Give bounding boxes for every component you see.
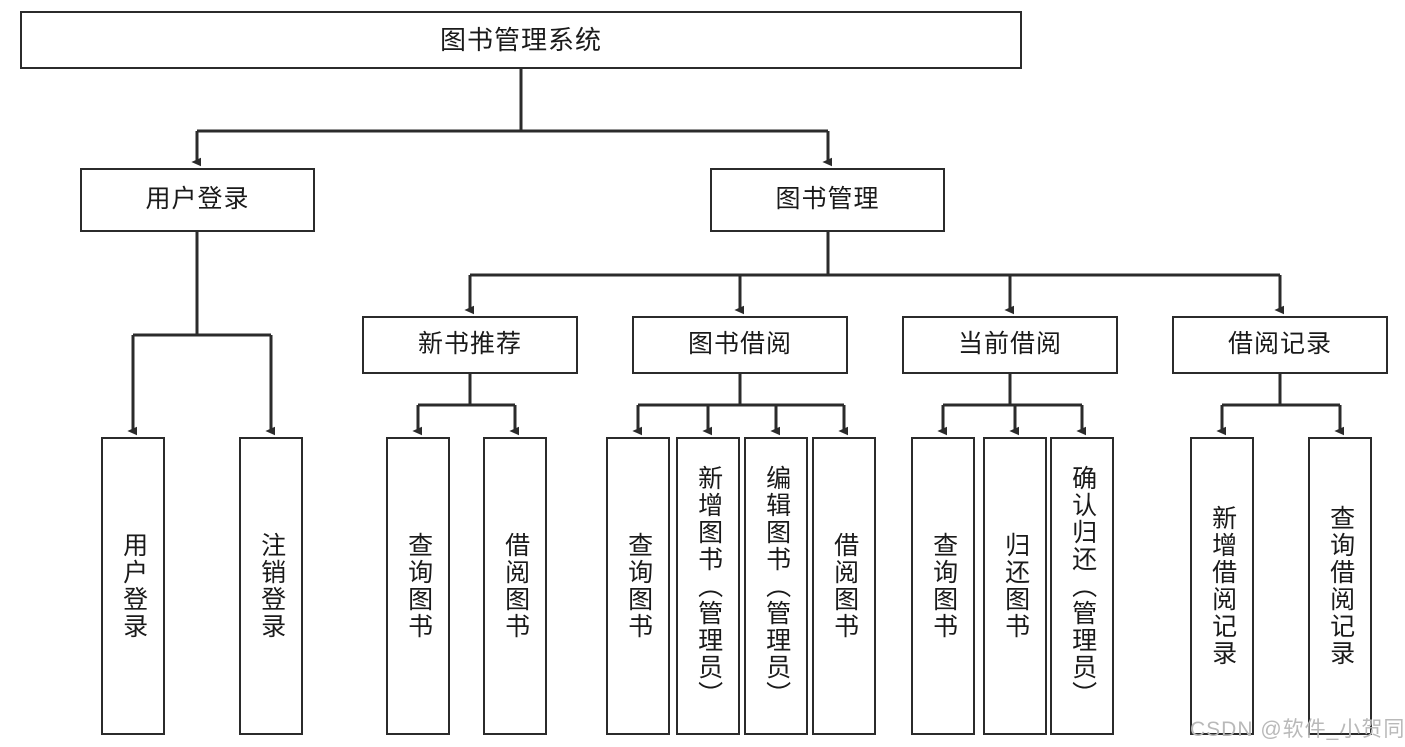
leaf-borrow-book-label: 借阅图书 xyxy=(830,532,859,640)
node-book-management[interactable]: 图书管理 xyxy=(710,168,945,232)
node-root[interactable]: 图书管理系统 xyxy=(20,11,1022,69)
leaf-query-book-new[interactable]: 查询图书 xyxy=(386,437,450,735)
leaf-return-book-label: 归还图书 xyxy=(1001,532,1030,640)
leaf-borrow-book-new[interactable]: 借阅图书 xyxy=(483,437,547,735)
leaf-user-login-label: 用户登录 xyxy=(119,532,148,640)
node-user-login-label: 用户登录 xyxy=(145,185,250,214)
node-book-borrow[interactable]: 图书借阅 xyxy=(632,316,848,374)
leaf-edit-book-admin[interactable]: 编辑图书（管理员） xyxy=(744,437,808,735)
leaf-logout-login-label: 注销登录 xyxy=(257,532,286,640)
leaf-confirm-return-admin[interactable]: 确认归还（管理员） xyxy=(1050,437,1114,735)
leaf-query-book-borrow-label: 查询图书 xyxy=(624,532,653,640)
leaf-return-book[interactable]: 归还图书 xyxy=(983,437,1047,735)
leaf-add-book-admin-label: 新增图书（管理员） xyxy=(694,464,723,708)
leaf-add-book-admin[interactable]: 新增图书（管理员） xyxy=(676,437,740,735)
node-new-book-recommend-label: 新书推荐 xyxy=(417,330,522,359)
leaf-query-book-new-label: 查询图书 xyxy=(404,532,433,640)
node-root-label: 图书管理系统 xyxy=(439,24,602,55)
csdn-watermark: CSDN @软件_小贺同学 xyxy=(1190,718,1405,741)
node-borrow-records-label: 借阅记录 xyxy=(1227,330,1332,359)
node-new-book-recommend[interactable]: 新书推荐 xyxy=(362,316,578,374)
node-borrow-records[interactable]: 借阅记录 xyxy=(1172,316,1388,374)
node-book-borrow-label: 图书借阅 xyxy=(687,330,792,359)
leaf-add-borrow-record[interactable]: 新增借阅记录 xyxy=(1190,437,1254,735)
leaf-edit-book-admin-label: 编辑图书（管理员） xyxy=(762,464,791,708)
node-current-borrow-label: 当前借阅 xyxy=(957,330,1062,359)
leaf-query-book-current-label: 查询图书 xyxy=(929,532,958,640)
leaf-borrow-book[interactable]: 借阅图书 xyxy=(812,437,876,735)
leaf-query-borrow-record-label: 查询借阅记录 xyxy=(1326,505,1355,667)
leaf-user-login[interactable]: 用户登录 xyxy=(101,437,165,735)
node-current-borrow[interactable]: 当前借阅 xyxy=(902,316,1118,374)
node-book-management-label: 图书管理 xyxy=(775,185,880,214)
leaf-logout-login[interactable]: 注销登录 xyxy=(239,437,303,735)
leaf-confirm-return-admin-label: 确认归还（管理员） xyxy=(1068,464,1097,708)
leaf-add-borrow-record-label: 新增借阅记录 xyxy=(1208,505,1237,667)
leaf-query-book-current[interactable]: 查询图书 xyxy=(911,437,975,735)
leaf-query-book-borrow[interactable]: 查询图书 xyxy=(606,437,670,735)
leaf-borrow-book-new-label: 借阅图书 xyxy=(501,532,530,640)
leaf-query-borrow-record[interactable]: 查询借阅记录 xyxy=(1308,437,1372,735)
node-user-login[interactable]: 用户登录 xyxy=(80,168,315,232)
